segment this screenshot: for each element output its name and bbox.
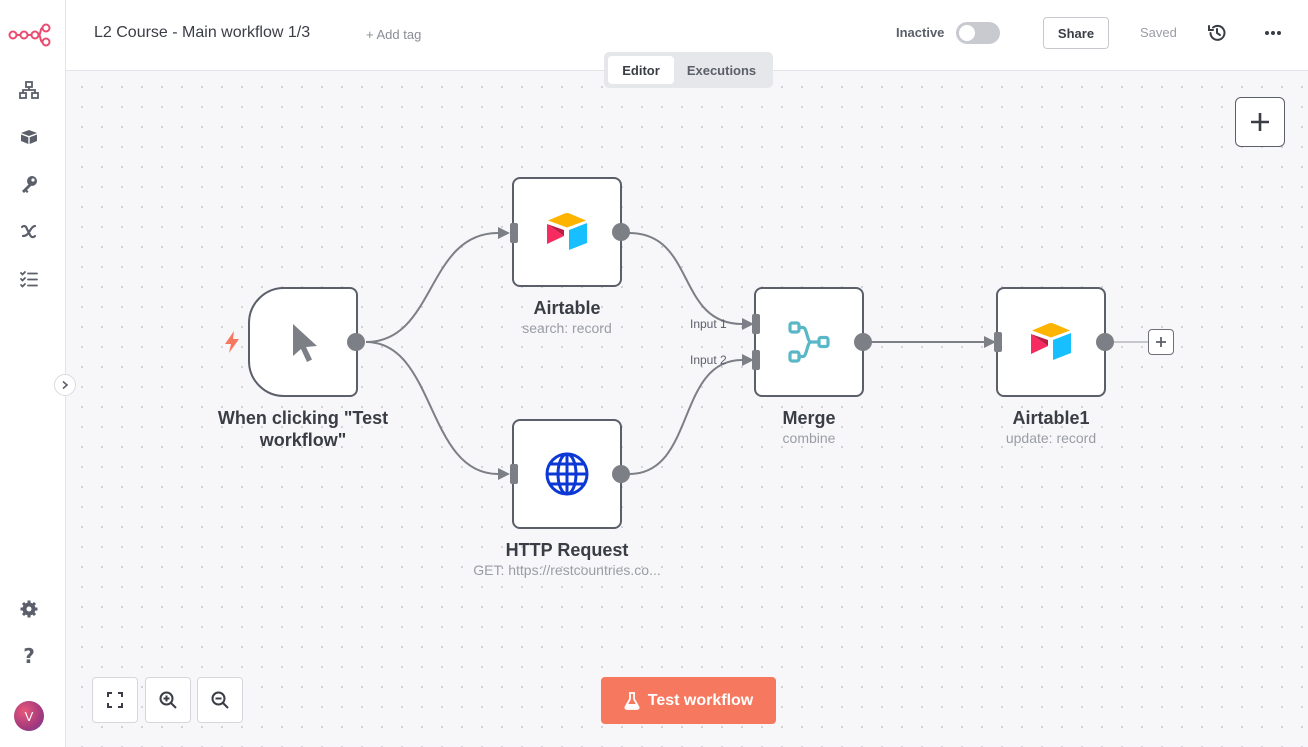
trigger-bolt-icon	[225, 331, 239, 353]
merge-input1-label: Input 1	[690, 317, 727, 331]
merge-output-port[interactable]	[854, 333, 872, 351]
flask-icon	[624, 691, 640, 710]
airtable-icon	[1031, 323, 1071, 360]
node-airtable[interactable]	[512, 177, 622, 287]
sidebar: ? V	[0, 0, 66, 747]
airtable1-input-port[interactable]	[994, 332, 1002, 352]
merge-icon	[788, 321, 830, 363]
airtable-node-title: Airtable	[533, 298, 601, 318]
airtable-output-port[interactable]	[612, 223, 630, 241]
saved-status: Saved	[1140, 25, 1177, 40]
globe-icon	[545, 452, 589, 496]
zoom-out-icon	[211, 691, 229, 709]
airtable1-node-title: Airtable1	[1012, 408, 1090, 428]
credentials-icon[interactable]	[17, 172, 41, 196]
workflows-icon[interactable]	[17, 78, 41, 102]
n8n-logo-icon[interactable]	[8, 22, 52, 48]
variables-icon[interactable]	[17, 219, 41, 243]
avatar[interactable]: V	[14, 701, 44, 731]
executions-icon[interactable]	[17, 267, 41, 291]
history-icon[interactable]	[1206, 22, 1228, 44]
merge-input2-label: Input 2	[690, 353, 727, 367]
merge-node-subtitle: combine	[782, 430, 836, 446]
zoom-out-button[interactable]	[197, 677, 243, 723]
node-airtable1[interactable]	[996, 287, 1106, 397]
toggle-knob	[959, 25, 975, 41]
plus-icon	[1251, 113, 1269, 131]
fit-view-icon	[107, 692, 123, 708]
zoom-in-icon	[159, 691, 177, 709]
zoom-to-fit-button[interactable]	[92, 677, 138, 723]
tab-executions[interactable]: Executions	[686, 62, 757, 78]
workflow-title[interactable]: L2 Course - Main workflow 1/3	[94, 24, 311, 41]
more-options-icon[interactable]	[1260, 22, 1286, 44]
share-button[interactable]: Share	[1043, 17, 1109, 49]
cursor-icon	[293, 324, 317, 362]
airtable1-node-subtitle: update: record	[1005, 430, 1097, 446]
http-input-port[interactable]	[510, 464, 518, 484]
http-output-port[interactable]	[612, 465, 630, 483]
airtable-node-subtitle: search: record	[522, 320, 612, 336]
sidebar-expand-button[interactable]	[54, 374, 76, 396]
add-node-panel-button[interactable]	[1235, 97, 1285, 147]
merge-input2-port[interactable]	[752, 350, 760, 370]
view-tabs: Editor Executions	[604, 52, 773, 88]
templates-icon[interactable]	[17, 125, 41, 149]
test-workflow-label: Test workflow	[647, 691, 754, 709]
plus-icon	[1156, 337, 1166, 347]
add-next-node-button[interactable]	[1148, 329, 1174, 355]
http-node-subtitle: GET: https://restcountries.co...	[473, 562, 661, 578]
trigger-output-port[interactable]	[347, 333, 365, 351]
tab-editor[interactable]: Editor	[608, 56, 674, 84]
edge-http-merge	[628, 359, 743, 475]
airtable1-output-port[interactable]	[1096, 333, 1114, 351]
add-tag-button[interactable]: + Add tag	[366, 27, 422, 42]
node-manual-trigger[interactable]	[248, 287, 358, 397]
chevron-right-icon	[62, 380, 69, 390]
help-icon[interactable]: ?	[23, 644, 35, 668]
airtable-icon	[547, 213, 587, 250]
edge-trigger-http	[365, 341, 499, 475]
connections	[365, 227, 1148, 480]
airtable-input-port[interactable]	[510, 223, 518, 243]
active-status-label: Inactive	[896, 25, 945, 40]
edge-airtable-merge	[628, 232, 743, 325]
settings-icon[interactable]	[17, 597, 41, 621]
merge-input1-port[interactable]	[752, 314, 760, 334]
trigger-node-title: When clicking "Test workflow"	[217, 408, 389, 450]
zoom-in-button[interactable]	[145, 677, 191, 723]
avatar-initial: V	[24, 708, 34, 724]
edge-trigger-airtable	[365, 232, 499, 343]
workflow-canvas[interactable]: When clicking "Test workflow" Airtable s…	[66, 71, 1308, 747]
node-http-request[interactable]	[512, 419, 622, 529]
active-toggle[interactable]	[956, 22, 1000, 44]
merge-node-title: Merge	[782, 408, 836, 428]
test-workflow-button[interactable]: Test workflow	[601, 677, 776, 724]
node-merge[interactable]	[754, 287, 864, 397]
http-node-title: HTTP Request	[505, 540, 629, 560]
